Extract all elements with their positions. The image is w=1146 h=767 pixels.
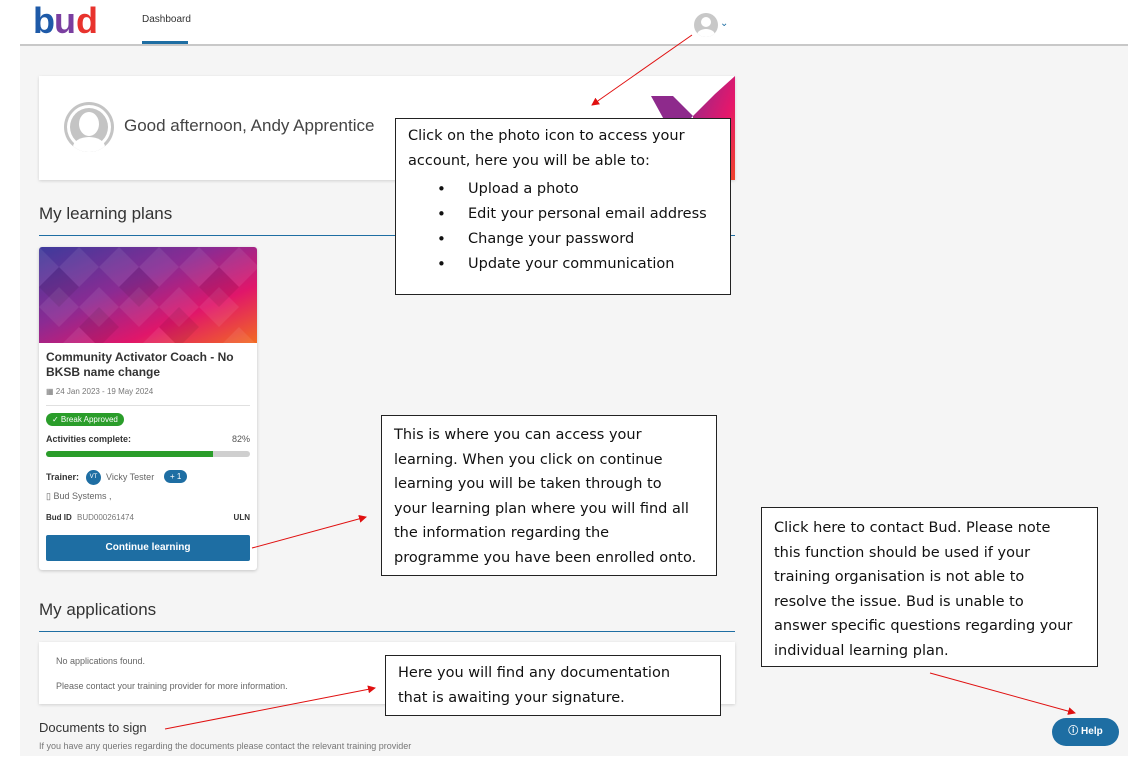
- callout-line: resolve the issue. Bud is unable to: [774, 593, 1024, 610]
- organisation-row: ▯ Bud Systems ,: [46, 491, 112, 502]
- callout-line: account, here you will be able to:: [408, 152, 650, 169]
- contact-provider-text: Please contact your training provider fo…: [56, 681, 288, 691]
- contact-bud-callout: Click here to contact Bud. Please note t…: [761, 507, 1098, 667]
- nav-tab-dashboard[interactable]: Dashboard: [142, 0, 191, 44]
- help-label: Help: [1081, 726, 1103, 737]
- callout-line: Click here to contact Bud. Please note: [774, 520, 1051, 536]
- profile-photo-avatar[interactable]: [64, 102, 114, 152]
- callout-line: that is awaiting your signature.: [398, 689, 625, 706]
- building-icon: ▯: [46, 491, 51, 501]
- top-navigation-bar: b u d Dashboard ⌄: [20, 0, 1128, 46]
- section-divider: [39, 631, 735, 632]
- my-applications-heading: My applications: [39, 600, 157, 619]
- user-avatar-icon[interactable]: [694, 13, 718, 37]
- callout-line: Click on the photo icon to access your: [408, 128, 685, 144]
- logo-letter-b: b: [33, 2, 55, 41]
- my-learning-plans-heading: My learning plans: [39, 204, 173, 223]
- trainer-initials-avatar: VT: [86, 470, 101, 485]
- user-silhouette-icon: [67, 105, 111, 152]
- callout-line: this function should be used if your: [774, 544, 1031, 561]
- callout-line: learning. When you click on continue: [394, 451, 663, 468]
- activities-progress-fill: [46, 451, 214, 457]
- callout-line: This is where you can access your: [394, 427, 642, 443]
- learning-plan-banner-image: [39, 247, 257, 343]
- callout-list-item: Update your communication: [408, 252, 730, 277]
- callout-line: training organisation is not able to: [774, 569, 1025, 585]
- learning-plan-dates: ▦ 24 Jan 2023 - 19 May 2024: [46, 387, 153, 396]
- logo-letter-d: d: [76, 2, 98, 41]
- user-silhouette-icon: [697, 17, 715, 37]
- bud-id-value: BUD000261474: [77, 513, 134, 522]
- callout-line: learning you will be taken through to: [394, 476, 662, 492]
- trainer-label: Trainer:: [46, 472, 80, 482]
- documents-help-text: If you have any queries regarding the do…: [39, 741, 412, 751]
- calendar-icon: ▦: [46, 387, 54, 396]
- documents-to-sign-heading: Documents to sign: [39, 720, 147, 735]
- activities-progress-bar: [46, 451, 250, 457]
- continue-learning-callout: This is where you can access your learni…: [381, 415, 717, 576]
- callout-line: answer specific questions regarding your: [774, 618, 1073, 634]
- callout-list-item: Edit your personal email address: [408, 202, 730, 227]
- callout-list-item: Change your password: [408, 227, 730, 252]
- bud-logo[interactable]: b u d: [32, 2, 104, 42]
- documents-callout: Here you will find any documentation tha…: [385, 655, 721, 716]
- callout-line: individual learning plan.: [774, 642, 949, 659]
- callout-line: the information regarding the: [394, 525, 610, 541]
- organisation-name: Bud Systems ,: [53, 491, 112, 501]
- callout-line: your learning plan where you will find a…: [394, 500, 689, 517]
- bud-id-label: Bud ID: [46, 513, 72, 522]
- callout-line: programme you have been enrolled onto.: [394, 549, 697, 566]
- chevron-down-icon[interactable]: ⌄: [720, 18, 729, 29]
- logo-letter-u: u: [54, 2, 76, 41]
- no-applications-text: No applications found.: [56, 656, 146, 666]
- photo-icon-callout: Click on the photo icon to access your a…: [395, 118, 731, 295]
- activities-complete-percent: 82%: [231, 434, 250, 444]
- break-approved-badge: ✓ Break Approved: [46, 413, 124, 426]
- learning-plan-card: Community Activator Coach - No BKSB name…: [39, 247, 257, 570]
- callout-list: Upload a photo Edit your personal email …: [408, 177, 730, 277]
- section-divider: [39, 235, 735, 236]
- activities-complete-label: Activities complete:: [46, 434, 132, 444]
- card-divider: [46, 405, 250, 406]
- help-button[interactable]: ⓘ Help: [1052, 718, 1119, 746]
- question-circle-icon: ⓘ: [1068, 726, 1079, 737]
- learning-plan-title: Community Activator Coach - No BKSB name…: [46, 350, 234, 379]
- callout-line: Here you will find any documentation: [398, 665, 671, 681]
- learning-plan-date-range: 24 Jan 2023 - 19 May 2024: [55, 387, 154, 396]
- uln-label: ULN: [233, 513, 250, 522]
- trainer-name: Vicky Tester: [106, 472, 155, 482]
- greeting-text: Good afternoon, Andy Apprentice: [124, 116, 375, 135]
- callout-list-item: Upload a photo: [408, 177, 730, 202]
- additional-trainers-badge[interactable]: + 1: [164, 470, 188, 483]
- continue-learning-button[interactable]: Continue learning: [46, 535, 250, 561]
